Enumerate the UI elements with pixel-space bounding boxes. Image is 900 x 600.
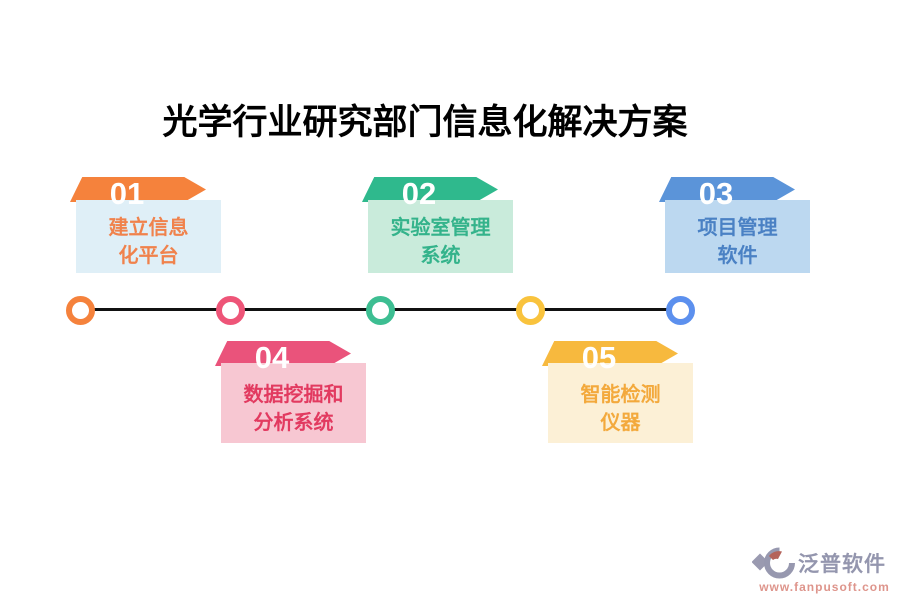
step-number: 04 bbox=[254, 340, 290, 375]
page-title: 光学行业研究部门信息化解决方案 bbox=[162, 103, 688, 142]
diamond-icon bbox=[752, 553, 769, 571]
step-number: 03 bbox=[698, 176, 734, 211]
timeline-dot-2 bbox=[216, 296, 245, 325]
step-label-line1: 数据挖掘和 bbox=[243, 384, 344, 406]
step-label-line2: 仪器 bbox=[600, 412, 641, 434]
step-card: 数据挖掘和 分析系统 bbox=[221, 363, 366, 443]
brand-url: www.fanpusoft.com bbox=[759, 580, 890, 594]
step-label-line1: 实验室管理 bbox=[390, 217, 491, 239]
step-ribbon-arrow bbox=[659, 177, 795, 202]
step-number: 05 bbox=[581, 340, 617, 375]
logo-swoosh bbox=[769, 551, 782, 560]
step-card: 智能检测 仪器 bbox=[548, 363, 693, 443]
step-label-line2: 系统 bbox=[420, 245, 461, 267]
step-label-line2: 分析系统 bbox=[253, 412, 334, 434]
step-label-line2: 软件 bbox=[717, 245, 758, 267]
step-label-line2: 化平台 bbox=[118, 245, 179, 267]
step-ribbon-arrow bbox=[362, 177, 498, 202]
fanpu-logo-icon bbox=[752, 547, 795, 579]
step-label-line1: 项目管理 bbox=[697, 217, 778, 239]
timeline-dot-1 bbox=[66, 296, 95, 325]
step-card: 项目管理 软件 bbox=[665, 200, 810, 273]
timeline-dot-4 bbox=[516, 296, 545, 325]
step-ribbon-arrow bbox=[215, 341, 351, 366]
timeline-dot-3 bbox=[366, 296, 395, 325]
logo-ring bbox=[764, 547, 795, 579]
step-card: 实验室管理 系统 bbox=[368, 200, 513, 273]
step-number: 01 bbox=[109, 176, 145, 211]
brand-name: 泛普软件 bbox=[798, 553, 886, 576]
step-ribbon-arrow bbox=[542, 341, 678, 366]
step-number: 02 bbox=[401, 176, 437, 211]
footer-watermark: 泛普软件 www.fanpusoft.com bbox=[752, 547, 897, 594]
timeline-dot-5 bbox=[666, 296, 695, 325]
step-card: 建立信息 化平台 bbox=[76, 200, 221, 273]
step-label-line1: 建立信息 bbox=[108, 217, 189, 239]
brand-row: 泛普软件 bbox=[752, 547, 897, 579]
step-label-line1: 智能检测 bbox=[580, 384, 661, 406]
step-ribbon-arrow bbox=[70, 177, 206, 202]
